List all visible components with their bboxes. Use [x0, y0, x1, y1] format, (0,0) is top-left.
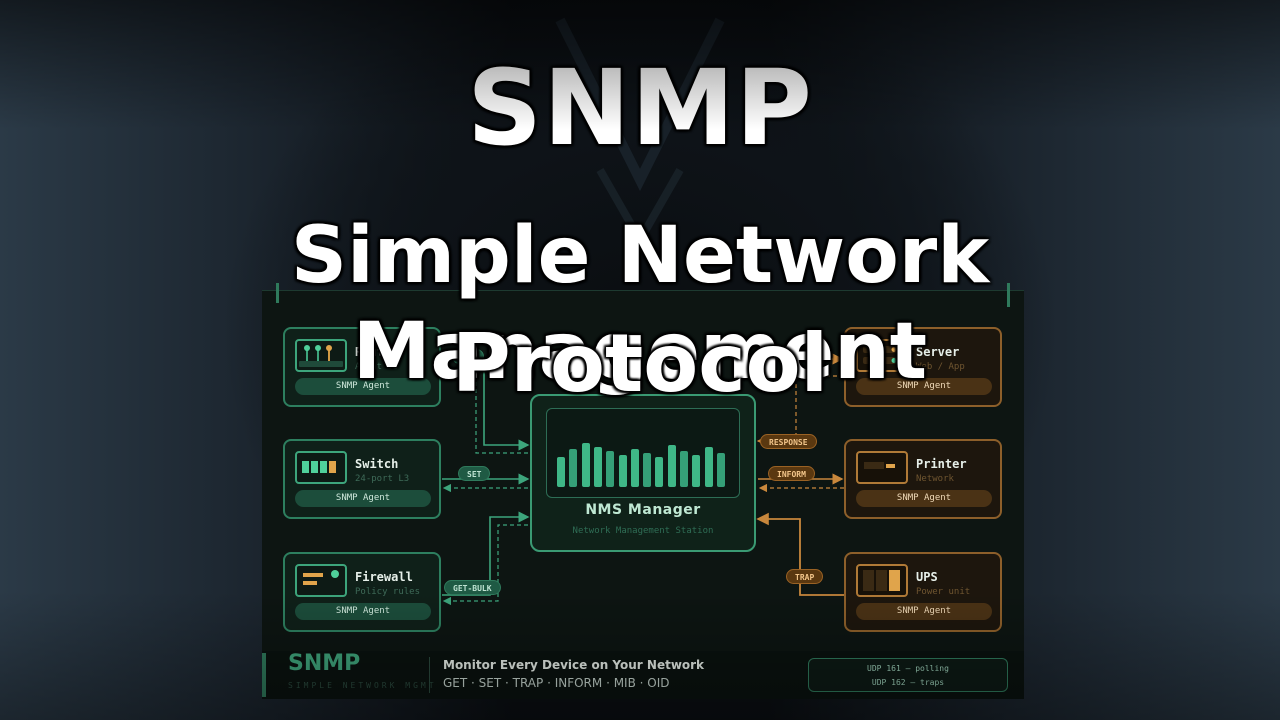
diagram-panel: Router Agent v3 SNMP Agent Switch 24-por…: [262, 283, 1024, 699]
activity-bar: [716, 453, 725, 487]
activity-bar: [680, 451, 688, 487]
activity-bar: [569, 449, 578, 487]
nms-manager-box: NMS Manager Network Management Station: [530, 394, 756, 552]
device-subtitle: Agent v3: [355, 362, 399, 372]
udp-polling-label: UDP 161 — polling: [867, 664, 949, 673]
op-getbulk-pill: GET-BULK: [444, 580, 501, 595]
op-trap-pill: TRAP: [786, 569, 824, 584]
device-card-firewall: Firewall Policy rules SNMP Agent: [283, 552, 441, 632]
nms-monitor-screen: [546, 408, 740, 498]
device-card-router: Router Agent v3 SNMP Agent: [283, 327, 441, 407]
nms-subtitle: Network Management Station: [572, 526, 714, 536]
server-response-line: [756, 375, 844, 446]
udp-traps-label: UDP 162 — traps: [871, 678, 945, 687]
device-card-switch: Switch 24-port L3 SNMP Agent: [283, 439, 441, 519]
device-name: Firewall: [355, 570, 413, 584]
device-name: Printer: [916, 457, 967, 471]
ups-trap-line: [756, 512, 844, 596]
headline-line-2: Simple Network Management: [290, 211, 990, 397]
device-subtitle: Network: [916, 474, 954, 484]
headline-line-3: Protocol: [451, 317, 829, 410]
activity-bar: [618, 455, 627, 487]
activity-bar: [692, 455, 701, 487]
agent-badge: SNMP Agent: [295, 490, 431, 507]
panel-edge-left: [276, 283, 279, 303]
device-card-server: Server Web / App SNMP Agent: [844, 327, 1002, 407]
headline-title: SNMP: [467, 47, 813, 169]
footer-divider: [429, 657, 430, 693]
agent-badge: SNMP Agent: [856, 603, 992, 620]
server-icon: [856, 339, 908, 372]
nms-title: NMS Manager: [585, 502, 701, 518]
agent-badge: SNMP Agent: [856, 490, 992, 507]
router-icon: [295, 339, 347, 372]
agent-badge: SNMP Agent: [856, 378, 992, 395]
activity-bar: [655, 457, 664, 487]
device-name: UPS: [916, 570, 938, 584]
activity-bar: [667, 445, 676, 487]
device-name: Switch: [355, 457, 399, 471]
footer-logo: SNMP: [288, 651, 361, 676]
device-name: Router: [355, 345, 399, 359]
agent-badge: SNMP Agent: [295, 378, 431, 395]
device-card-printer: Printer Network SNMP Agent: [844, 439, 1002, 519]
footer-logo-subtitle: SIMPLE NETWORK MGMT: [288, 681, 437, 690]
device-subtitle: Web / App: [916, 362, 965, 372]
op-set-pill: SET: [458, 466, 491, 481]
activity-bar: [606, 451, 615, 487]
activity-bar: [704, 447, 713, 487]
device-name: Server: [916, 345, 960, 359]
activity-bar: [593, 447, 602, 487]
op-get-pill: GET: [452, 349, 485, 364]
activity-bar: [557, 457, 565, 487]
device-card-ups: UPS Power unit SNMP Agent: [844, 552, 1002, 632]
firewall-icon: [295, 564, 347, 597]
activity-bar: [581, 443, 590, 487]
footer-operations-list: GET · SET · TRAP · INFORM · MIB · OID: [443, 676, 670, 690]
activity-bar: [643, 453, 652, 487]
op-response-pill: RESPONSE: [760, 434, 817, 449]
udp-ports-box: UDP 161 — polling UDP 162 — traps: [808, 658, 1008, 692]
device-subtitle: 24-port L3: [355, 474, 410, 484]
device-subtitle: Policy rules: [355, 587, 421, 597]
agent-badge: SNMP Agent: [295, 603, 431, 620]
firewall-return-line: [442, 524, 528, 606]
footer-accent: [262, 653, 266, 697]
nms-activity-bars: [557, 435, 729, 487]
switch-icon: [295, 451, 347, 484]
printer-icon: [856, 451, 908, 484]
activity-bar: [630, 449, 639, 487]
firewall-getbulk-line: [442, 511, 530, 596]
footer-tagline: Monitor Every Device on Your Network: [443, 658, 705, 672]
panel-edge-right: [1007, 283, 1010, 307]
ups-icon: [856, 564, 908, 597]
op-inform-pill: INFORM: [768, 466, 815, 481]
footer-bar: SNMP SIMPLE NETWORK MGMT Monitor Every D…: [262, 651, 1024, 699]
device-subtitle: Power unit: [916, 587, 971, 597]
